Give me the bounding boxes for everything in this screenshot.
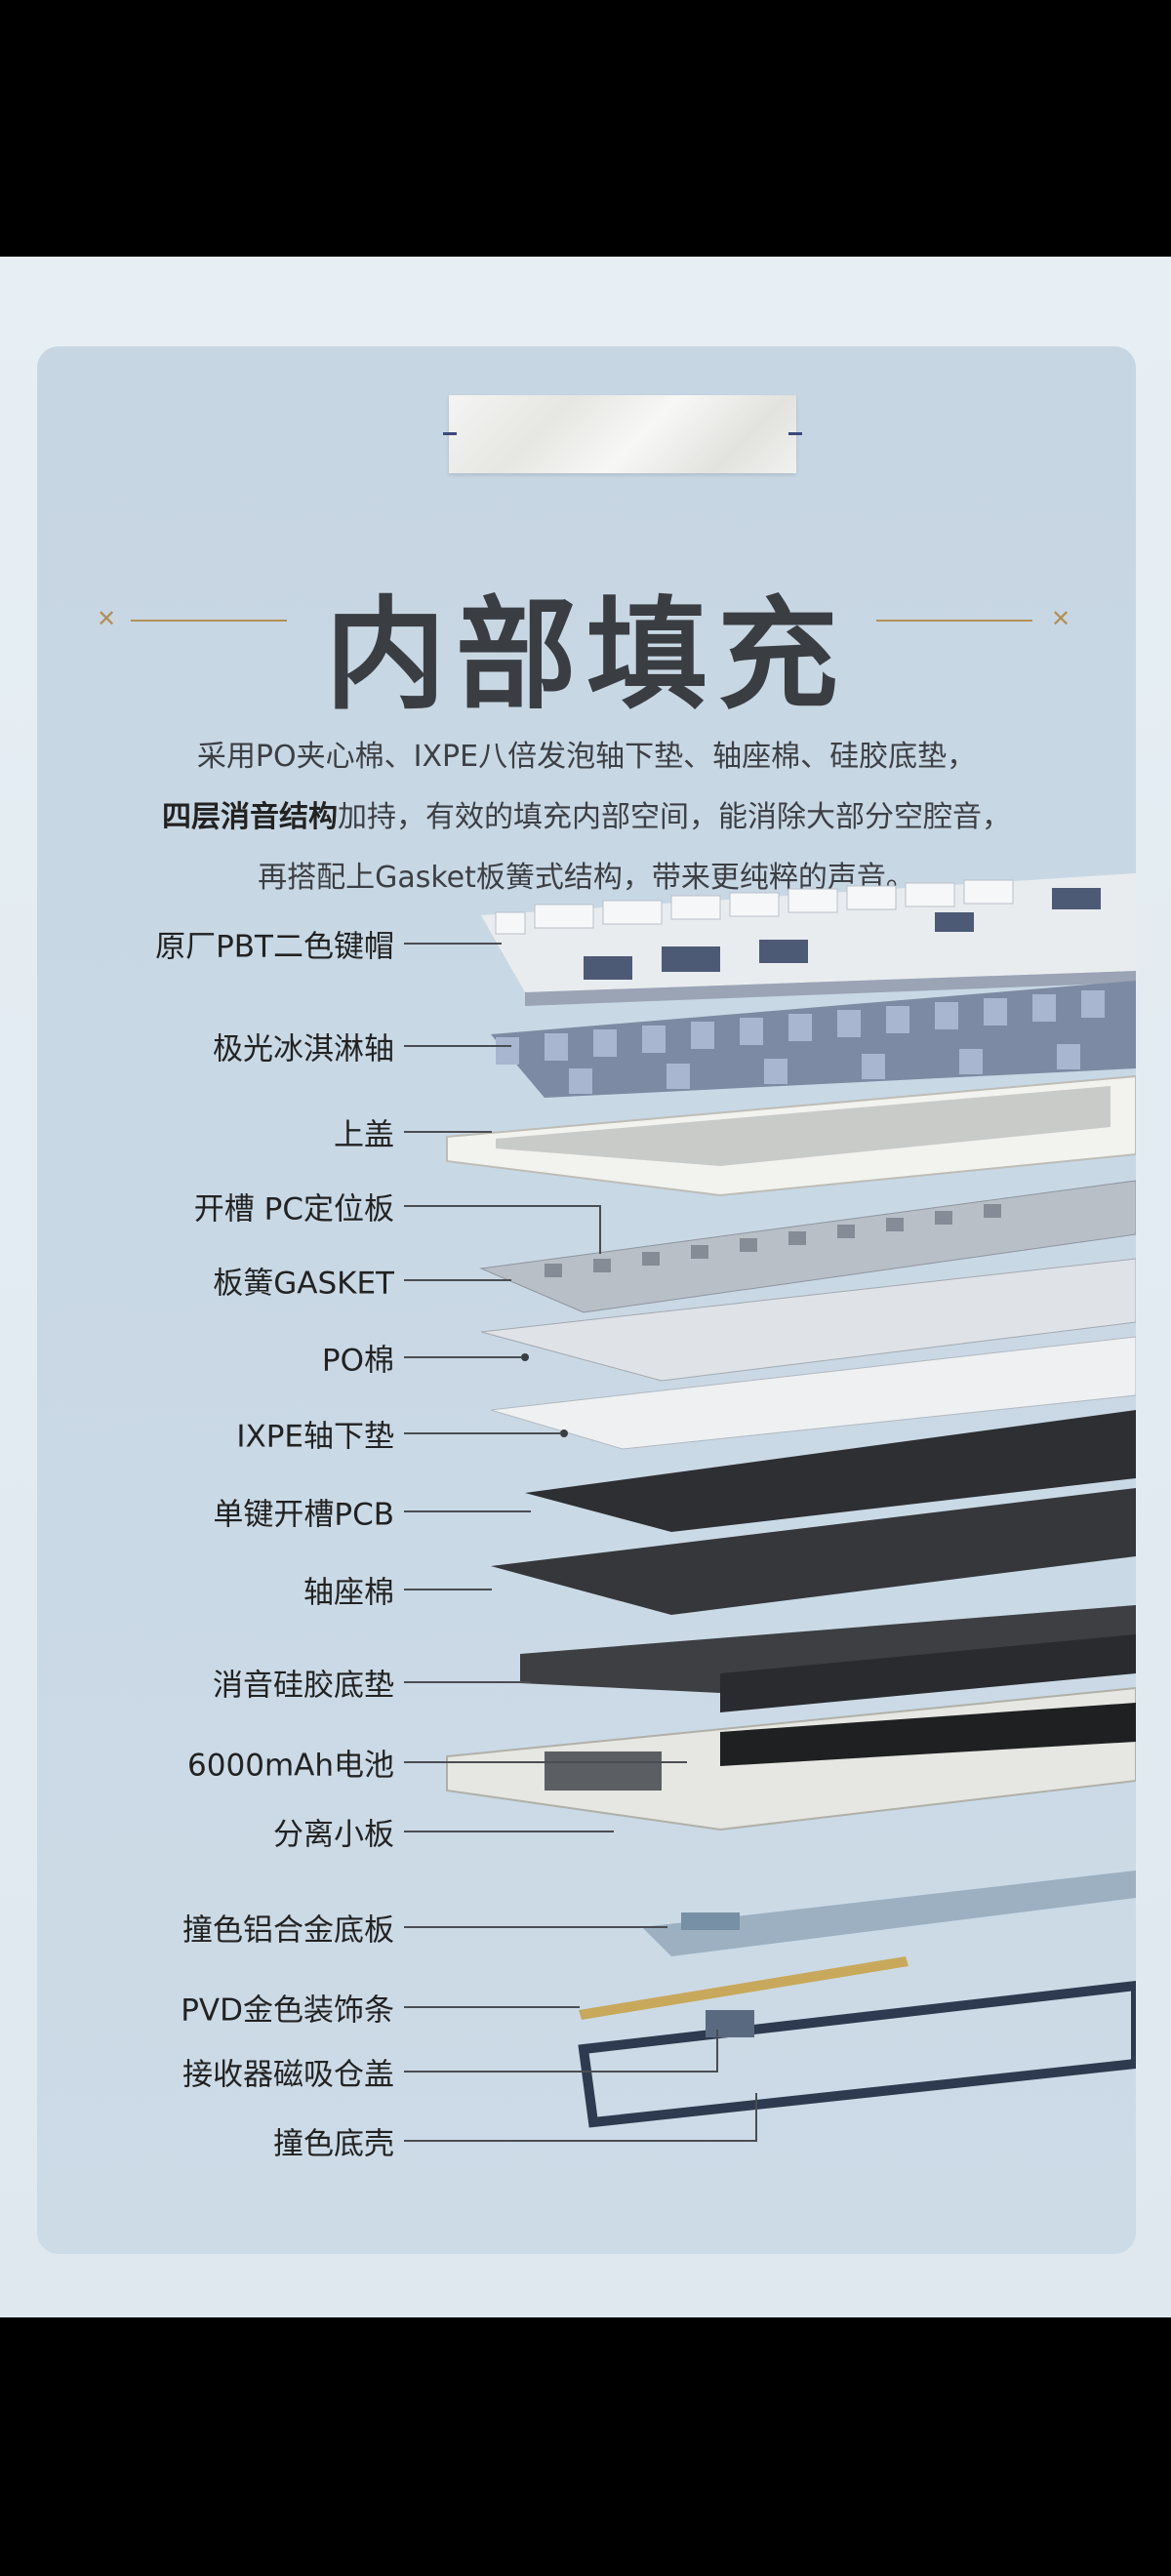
- switches-layer: [491, 981, 1136, 1098]
- leader-po-foam: [404, 1356, 521, 1358]
- label-pcb: 单键开槽PCB: [213, 1497, 394, 1533]
- label-receiver-cover: 接收器磁吸仓盖: [182, 2057, 394, 2093]
- leader-plate-vertical: [599, 1205, 601, 1254]
- leader-receiver-cover: [404, 2071, 716, 2073]
- leader-daughterboard: [404, 1831, 614, 1832]
- leader-dot-ixpe: [560, 1429, 568, 1437]
- leader-keycaps: [404, 943, 502, 945]
- label-battery: 6000mAh电池: [187, 1748, 394, 1784]
- label-po-foam: PO棉: [321, 1343, 394, 1379]
- leader-plate: [404, 1205, 599, 1207]
- leader-pcb: [404, 1510, 531, 1512]
- bottom-case-layer: [578, 1980, 1136, 2128]
- ixpe-layer: [490, 1336, 1136, 1450]
- label-keycaps: 原厂PBT二色键帽: [155, 929, 394, 965]
- tape-mark-left: [443, 432, 457, 435]
- label-plate: 开槽 PC定位板: [193, 1191, 394, 1228]
- desc-line-2-rest: 加持，有效的填充内部空间，能消除大部分空腔音，: [338, 800, 1011, 834]
- desc-line-1: 采用PO夹心棉、IXPE八倍发泡轴下垫、轴座棉、硅胶底垫，: [196, 740, 977, 774]
- leader-gasket: [404, 1279, 511, 1281]
- label-gasket: 板簧GASKET: [213, 1266, 394, 1302]
- leader-silicone: [404, 1681, 531, 1683]
- label-top-case: 上盖: [334, 1117, 394, 1153]
- silicone-layer: [520, 1605, 1136, 1712]
- desc-line-2: 四层消音结构加持，有效的填充内部空间，能消除大部分空腔音，: [37, 787, 1136, 848]
- deco-line-right: [876, 620, 1032, 622]
- leader-receiver-vertical: [716, 2030, 718, 2073]
- label-pvd-strip: PVD金色装饰条: [181, 1992, 394, 2029]
- label-daughterboard: 分离小板: [273, 1817, 394, 1853]
- desc-highlight: 四层消音结构: [162, 800, 338, 834]
- leader-battery: [404, 1761, 687, 1763]
- leader-switch-foam: [404, 1589, 492, 1590]
- paper-tape-decoration: [443, 395, 802, 473]
- plate-layer: [479, 1180, 1136, 1313]
- leader-bottom-vertical: [755, 2093, 757, 2142]
- top-case-layer: [446, 1074, 1136, 1197]
- layer-labels: 原厂PBT二色键帽 极光冰淇淋轴 上盖 开槽 PC定位板 板簧GASKET PO…: [37, 346, 1136, 2254]
- description: 采用PO夹心棉、IXPE八倍发泡轴下垫、轴座棉、硅胶底垫， 四层消音结构加持，有…: [37, 727, 1136, 908]
- label-bottom-case: 撞色底壳: [273, 2126, 394, 2162]
- leader-ixpe: [404, 1432, 560, 1434]
- content-card: ✕ 内部填充 ✕ 采用PO夹心棉、IXPE八倍发泡轴下垫、轴座棉、硅胶底垫， 四…: [37, 346, 1136, 2254]
- leader-alu-plate: [404, 1926, 667, 1928]
- po-foam-layer: [480, 1258, 1136, 1382]
- cross-star-icon-left: ✕: [96, 605, 117, 632]
- leader-bottom-case: [404, 2140, 755, 2142]
- pvd-strip-layer: [579, 1956, 909, 2020]
- label-silicone: 消音硅胶底垫: [213, 1668, 394, 1704]
- cross-star-icon-right: ✕: [1050, 605, 1071, 632]
- product-page: ✕ 内部填充 ✕ 采用PO夹心棉、IXPE八倍发泡轴下垫、轴座棉、硅胶底垫， 四…: [0, 257, 1171, 2317]
- leader-pvd-strip: [404, 2006, 580, 2008]
- leader-top-case: [404, 1131, 492, 1133]
- tape-mark-right: [788, 432, 802, 435]
- switch-foam-layer: [491, 1488, 1136, 1615]
- alu-plate-layer: [642, 1871, 1136, 1956]
- leader-dot-po-foam: [521, 1353, 529, 1361]
- deco-line-left: [131, 620, 287, 622]
- label-switch-foam: 轴座棉: [303, 1575, 394, 1611]
- exploded-view-illustration: [446, 873, 1136, 2128]
- label-alu-plate: 撞色铝合金底板: [182, 1912, 394, 1949]
- keycaps-layer: [481, 873, 1136, 1006]
- leader-switches: [404, 1045, 511, 1047]
- tray-layer: [446, 1686, 1136, 1831]
- page-title: 内部填充: [324, 585, 848, 726]
- label-switches: 极光冰淇淋轴: [213, 1031, 394, 1067]
- pcb-layer: [525, 1410, 1136, 1532]
- label-ixpe: IXPE轴下垫: [236, 1419, 394, 1455]
